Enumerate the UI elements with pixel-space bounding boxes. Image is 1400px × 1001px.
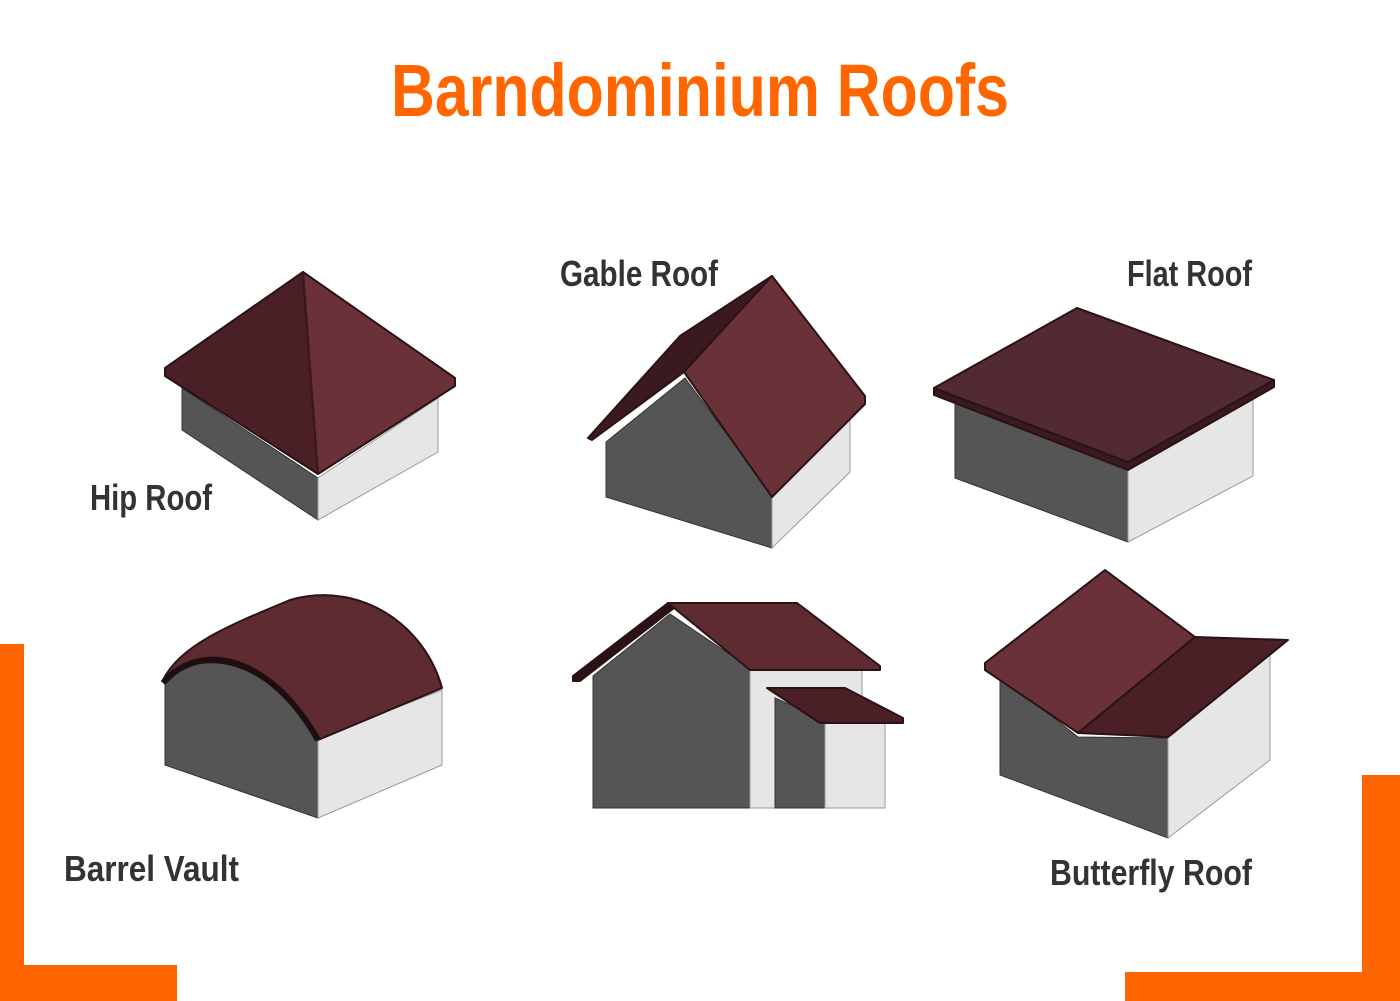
butterfly-roof-label: Butterfly Roof (1050, 852, 1253, 893)
page-title: Barndominium Roofs (391, 49, 1009, 132)
barrel-vault-label: Barrel Vault (64, 848, 239, 889)
flat-roof-label: Flat Roof (1127, 253, 1253, 294)
hip-roof-illustration (164, 271, 456, 521)
barrel-vault-illustration (160, 594, 443, 819)
left-corner-bracket (0, 644, 177, 1001)
flat-roof-illustration (933, 307, 1275, 543)
cross-gable-illustration (572, 602, 904, 809)
butterfly-roof-illustration (984, 569, 1289, 840)
right-corner-bracket (1125, 775, 1400, 1001)
gable-roof-label: Gable Roof (560, 253, 719, 294)
gable-roof-illustration (587, 275, 866, 550)
hip-roof-label: Hip Roof (90, 477, 213, 518)
